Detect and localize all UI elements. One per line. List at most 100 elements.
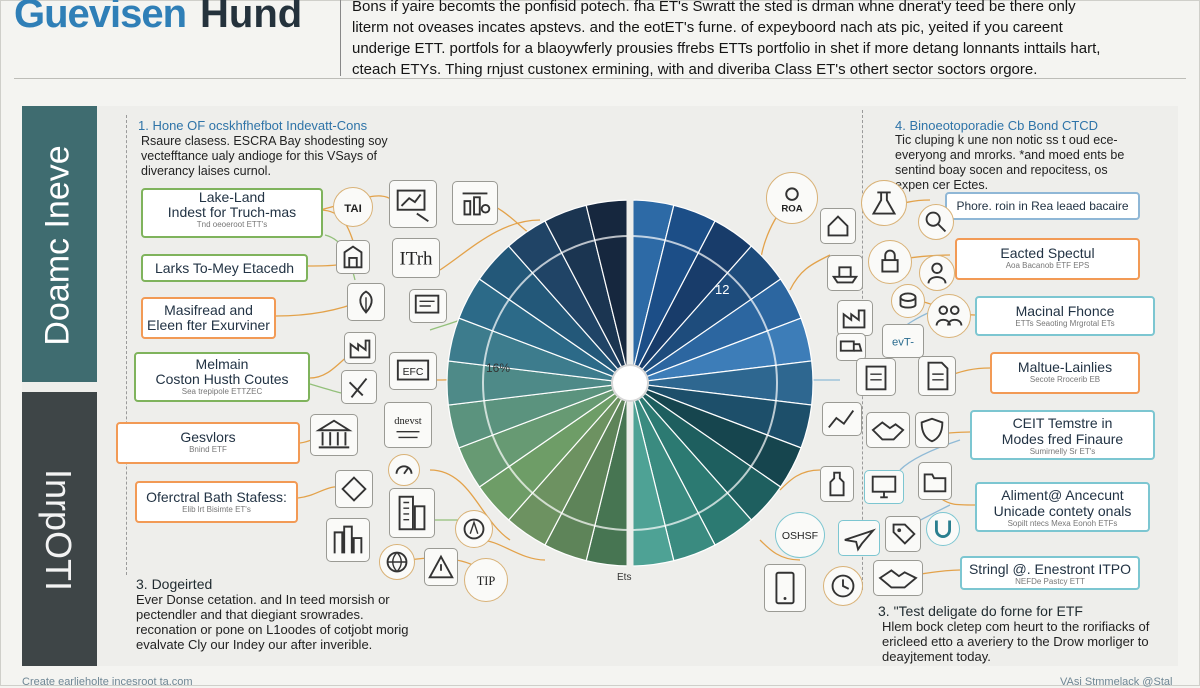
body-line: evalvate Cly our Indey our after inverib… (136, 637, 373, 652)
intro-line: underige ETT. portfols for a blaoywferly… (352, 40, 1101, 57)
city-icon (326, 518, 370, 562)
left-box-5: Gesvlors Bnind ETF (116, 422, 300, 464)
bottle-icon (820, 466, 854, 502)
efc-icon: EFC (389, 352, 437, 390)
box-title: Maltue-Lainlies (1017, 359, 1113, 375)
footer-right-heading: 3. "Test deligate do forne for ETF (878, 603, 1083, 619)
dnevst-icon: dnevst (384, 402, 432, 448)
search-icon (918, 204, 954, 240)
skyscraper-icon (389, 488, 435, 538)
tip-icon: TIP (464, 558, 508, 602)
mobile-icon (764, 564, 806, 612)
handshake-2-icon (873, 560, 923, 596)
cup-icon (926, 512, 960, 546)
box-subtitle: Sopilt ntecs Mexa Eonoh ETFs (1007, 519, 1118, 528)
right-box-1: Phore. roin in Rea leaed bacaire (945, 192, 1140, 220)
right-box-7: Stringl @. Enestront ITPO NEFDe Pastcy E… (960, 556, 1140, 590)
left-section-body: Rsaure clasess. ESCRA Bay shodesting soy… (141, 134, 388, 179)
efc-label: EFC (403, 367, 424, 378)
wheel-label-bottom: Ets (617, 572, 632, 583)
left-dashed-divider (126, 115, 127, 575)
chart-line-icon (822, 402, 862, 436)
ith-label: ITrh (399, 249, 433, 270)
building-icon (336, 240, 370, 274)
right-box-6: Aliment@ Ancecunt Unicade contety onals … (975, 482, 1150, 532)
side-band-top (22, 106, 97, 382)
box-title: CEIT Temstre in (1012, 415, 1113, 431)
intro-line: Bons if yaire becomts the ponfisid potec… (352, 0, 1076, 15)
chat-doc-icon (409, 289, 447, 323)
box-title: Stringl @. Enestront ITPO (968, 561, 1132, 577)
left-box-1: Lake-Land Indest for Truch-mas Tnd oeoer… (141, 188, 323, 238)
factory-building-icon (837, 300, 873, 336)
body-line: diverancy laises curnol. (141, 164, 271, 178)
intro-line: literm not oveases incates apstevs. and … (352, 19, 1063, 36)
tip-label: TIP (477, 574, 496, 588)
shield-icon (915, 412, 949, 448)
box-title: Larks To-Mey Etacedh (154, 260, 295, 276)
computer-chart-icon (389, 180, 437, 228)
box-title: Phore. roin in Rea leaed bacaire (956, 199, 1129, 213)
brand-name-part1: Guevisen (14, 0, 187, 36)
house-icon (820, 208, 856, 244)
body-line: deayjtement today. (882, 649, 991, 664)
truck-icon (836, 333, 866, 361)
body-line: Hlem bock cletep com heurt to the rorifi… (882, 619, 1150, 634)
intro-line: cteach ETYs. Thing rnjust custonex ermin… (352, 61, 1038, 78)
right-box-3: Macinal Fhonce ETTs Seaoting Mrgrotal ET… (975, 296, 1155, 336)
diamond-icon (335, 470, 373, 508)
chart-bars-icon (452, 181, 498, 225)
wheel-left-half (446, 199, 631, 567)
body-line: pectendler and that diegiant srowrades. (136, 607, 364, 622)
handshake-icon (866, 412, 910, 448)
box-title: Macinal Fhonce (1015, 303, 1115, 319)
tai-icon: TAI (333, 187, 373, 227)
right-box-2: Eacted Spectul Aoa Bacanob ETF EPS (955, 238, 1140, 280)
ith-icon: ITrh (392, 238, 440, 278)
folder-icon (918, 462, 952, 500)
factory-icon (344, 332, 376, 364)
box-subtitle: Secote Rrocerib EB (1029, 375, 1101, 384)
body-line: Tic cluping k une non notic ss t oud ece… (895, 133, 1118, 147)
bank-icon (310, 414, 358, 456)
box-title: Gesvlors (180, 429, 236, 445)
flask-icon (861, 180, 907, 226)
credit-left: Create earlieholte incesroot ta.com (22, 676, 193, 688)
right-section-body: Tic cluping k une non notic ss t oud ece… (895, 133, 1124, 193)
box-title-2: Eleen fter Exurviner (147, 317, 270, 333)
compass-icon (455, 510, 493, 548)
oshsf-icon: OSHSF (775, 512, 825, 558)
sector-wheel (446, 198, 814, 568)
triangle-warning-icon (424, 548, 458, 586)
box-subtitle: ETTs Seaoting Mrgrotal ETs (1015, 319, 1115, 328)
header-divider (340, 0, 341, 76)
right-box-5: CEIT Temstre in Modes fred Finaure Sumir… (970, 410, 1155, 460)
box-subtitle: Bnind ETF (189, 445, 227, 454)
left-box-2: Larks To-Mey Etacedh (141, 254, 308, 282)
body-line: expen cer Ectes. (895, 178, 989, 192)
footer-left-heading: 3. Dogeirted (136, 576, 213, 592)
right-section-heading: 4. Binoeotoporadie Cb Bond CTCD (895, 118, 1099, 133)
tai-label: TAI (344, 203, 362, 215)
footer-right-body: Hlem bock cletep com heurt to the rorifi… (882, 619, 1149, 664)
side-band-bottom (22, 392, 97, 666)
brand-name-part2: Hund (200, 0, 303, 36)
clock-icon (823, 566, 863, 606)
dnevst-label: dnevst (394, 416, 422, 427)
box-title: Oferctral Bath Stafess: (146, 489, 287, 505)
tag-icon (885, 516, 921, 552)
brand-logo: Guevisen Hund (0, 0, 330, 46)
box-title-2: Modes fred Finaure (1001, 431, 1124, 447)
box-subtitle: Aoa Bacanob ETF EPS (1005, 261, 1090, 270)
leaf-icon (347, 283, 385, 321)
body-line: reconation or pone on L1oodes of cotjobt… (136, 622, 409, 637)
body-line: everyong and mrorks. *and moed ents be (895, 148, 1125, 162)
people-icon (927, 294, 971, 338)
intro-text: Bons if yaire becomts the ponfisid potec… (352, 0, 1188, 80)
body-line: Ever Donse cetation. and In teed morsish… (136, 592, 390, 607)
ship-icon (827, 255, 863, 291)
box-title: Masifread and (164, 302, 253, 318)
left-section-heading: 1. Hone OF ocskhfhefbot Indevatt-Cons (138, 118, 368, 133)
body-line: ericleed etto a averiery to the Drow mor… (882, 634, 1149, 649)
left-box-4: Melmain Coston Husth Coutes Sea trepipol… (134, 352, 310, 402)
